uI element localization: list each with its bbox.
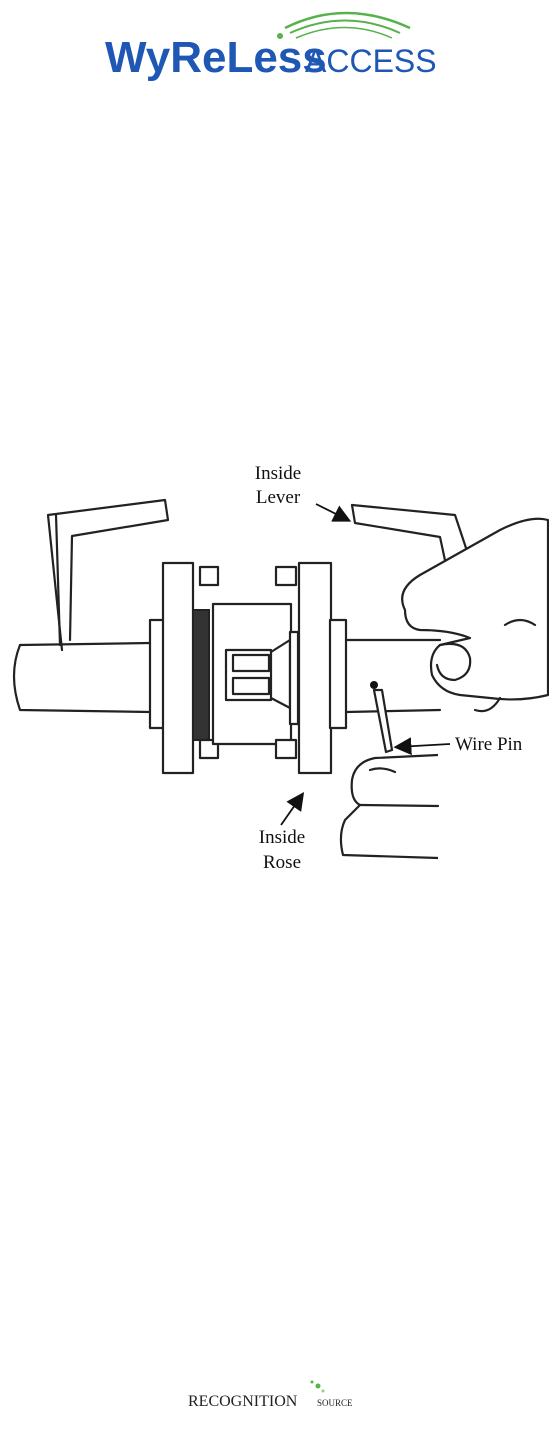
lever-removal-diagram: Inside Lever Wire Pin Inside Rose xyxy=(0,440,549,890)
wyreless-access-logo: WyReLess ACCESS xyxy=(100,6,450,86)
recognition-source-logo: RECOGNITION SOURCE xyxy=(180,1378,380,1418)
hand-gripping-lever xyxy=(402,519,548,711)
pin-hole-icon xyxy=(370,681,378,689)
left-rose xyxy=(150,563,218,773)
lock-chassis xyxy=(213,604,298,744)
logo-wordmark-primary: WyReLess xyxy=(105,33,327,82)
wire-pin-arrow xyxy=(397,744,450,747)
inside-lever-label-line1: Inside xyxy=(255,463,301,484)
inside-rose-label-line1: Inside xyxy=(259,827,305,848)
sparkle-dots-icon xyxy=(311,1381,325,1393)
inside-rose-arrow xyxy=(281,795,302,825)
logo-wordmark-secondary: ACCESS xyxy=(305,43,437,79)
hand-holding-pin xyxy=(341,755,438,858)
inside-lever-label-line2: Lever xyxy=(256,487,301,508)
footer-brand-sub: SOURCE xyxy=(317,1398,353,1408)
wire-pin xyxy=(374,690,392,752)
left-lever-handle xyxy=(14,500,168,712)
wire-pin-label: Wire Pin xyxy=(455,734,523,755)
inside-rose-label-line2: Rose xyxy=(263,852,301,873)
inside-lever-arrow xyxy=(316,504,348,520)
footer-brand-main: RECOGNITION xyxy=(188,1393,298,1410)
